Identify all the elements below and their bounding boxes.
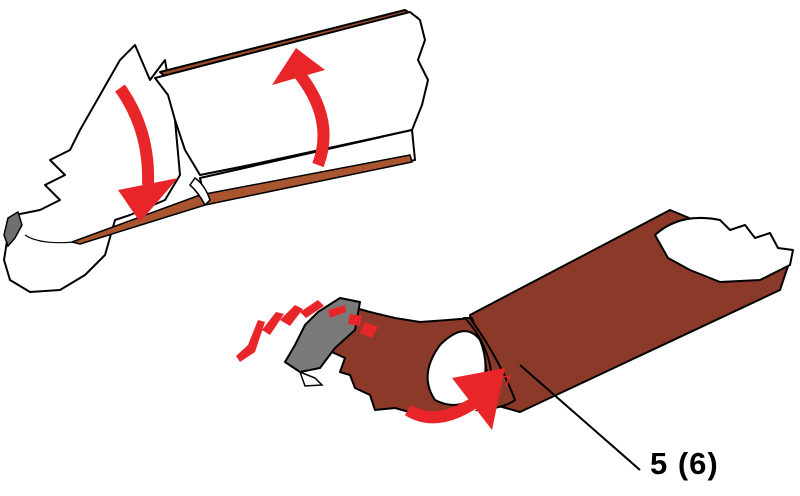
figure-sleeve-rolling (4, 10, 428, 292)
claw-tip (300, 372, 322, 386)
part-number-label: 5 (6) (650, 446, 719, 482)
figure-sleeve-on-paw (236, 210, 793, 470)
